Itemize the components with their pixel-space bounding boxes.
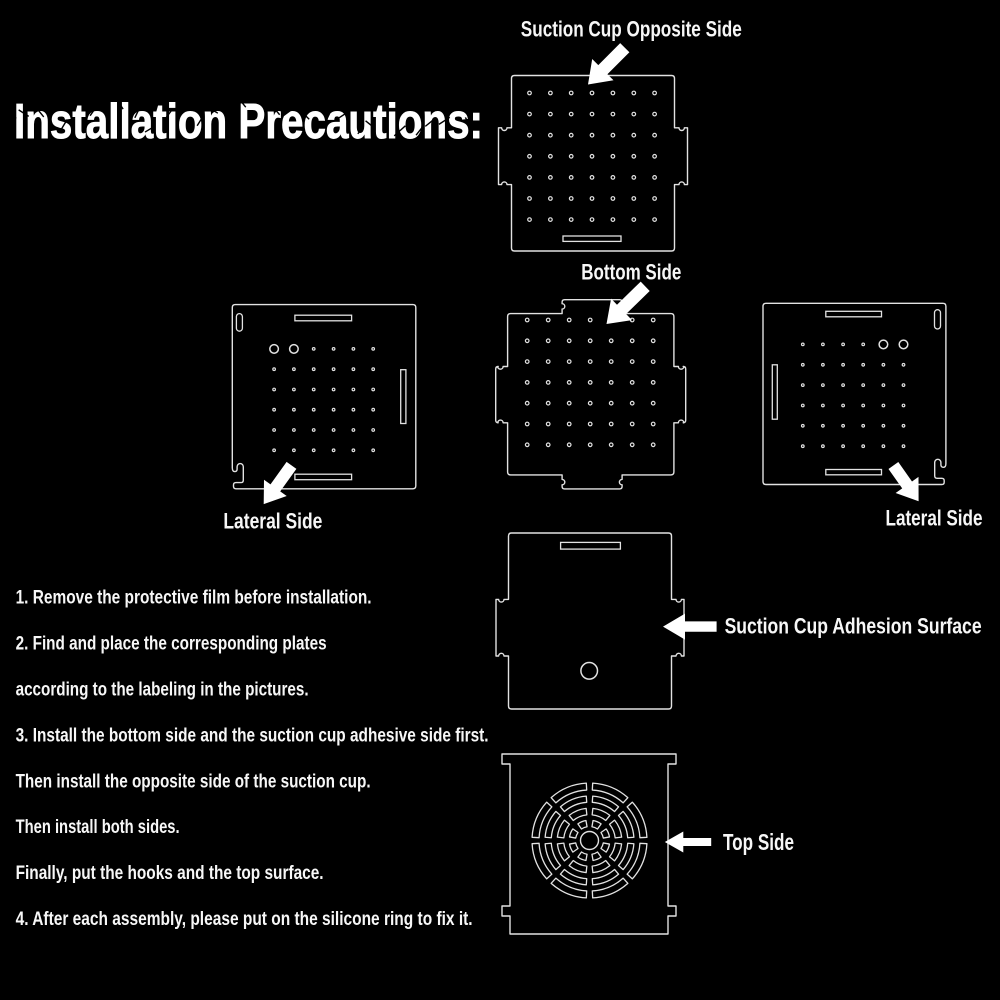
- svg-text:Finally, put the hooks and the: Finally, put the hooks and the top surfa…: [16, 863, 324, 884]
- svg-text:4. After each assembly, please: 4. After each assembly, please put on th…: [16, 909, 473, 930]
- svg-text:Lateral Side: Lateral Side: [886, 506, 983, 531]
- svg-text:Lateral Side: Lateral Side: [223, 509, 322, 534]
- svg-text:Then install the opposite side: Then install the opposite side of the su…: [16, 771, 371, 792]
- svg-text:3. Install the bottom side and: 3. Install the bottom side and the sucti…: [16, 725, 489, 746]
- svg-text:1. Remove the protective film: 1. Remove the protective film before ins…: [16, 588, 372, 609]
- svg-text:Then install both sides.: Then install both sides.: [16, 817, 180, 838]
- svg-text:Bottom Side: Bottom Side: [581, 260, 681, 285]
- svg-text:Suction Cup Opposite Side: Suction Cup Opposite Side: [521, 17, 742, 42]
- svg-text:according to the labeling in t: according to the labeling in the picture…: [16, 680, 309, 701]
- svg-text:2. Find and place the correspo: 2. Find and place the corresponding plat…: [16, 634, 327, 655]
- svg-text:Top Side: Top Side: [723, 829, 794, 855]
- svg-text:Installation Precautions:: Installation Precautions:: [14, 95, 483, 149]
- svg-text:Suction Cup Adhesion Surface: Suction Cup Adhesion Surface: [725, 614, 982, 639]
